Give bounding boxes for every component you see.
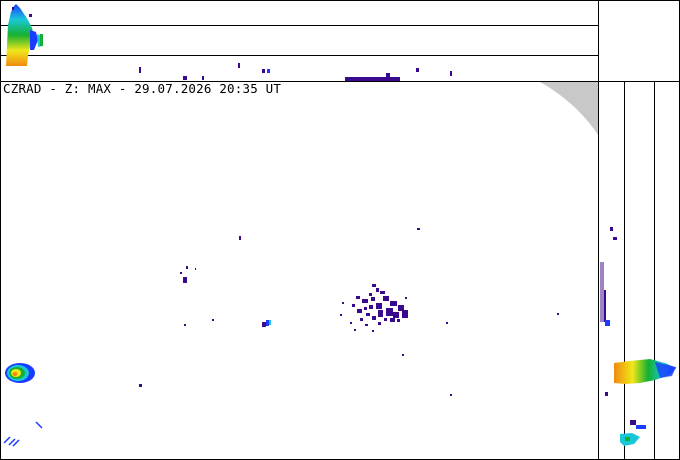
top-panel-echo-profile: [6, 4, 34, 66]
echo-cell-west: [5, 363, 35, 383]
echo-scatter: [139, 228, 559, 396]
echo-cluster-center: [340, 284, 448, 356]
plan-view-map: [3, 82, 598, 447]
right-projection-panel: [600, 82, 676, 460]
corner-panel: [599, 1, 679, 81]
product-title: CZRAD - Z: MAX - 29.07.2026 20:35 UT: [3, 81, 282, 96]
out-of-range-area: [540, 82, 598, 135]
top-projection-panel: [0, 4, 598, 81]
echo-streaks-southwest: [3, 421, 43, 447]
